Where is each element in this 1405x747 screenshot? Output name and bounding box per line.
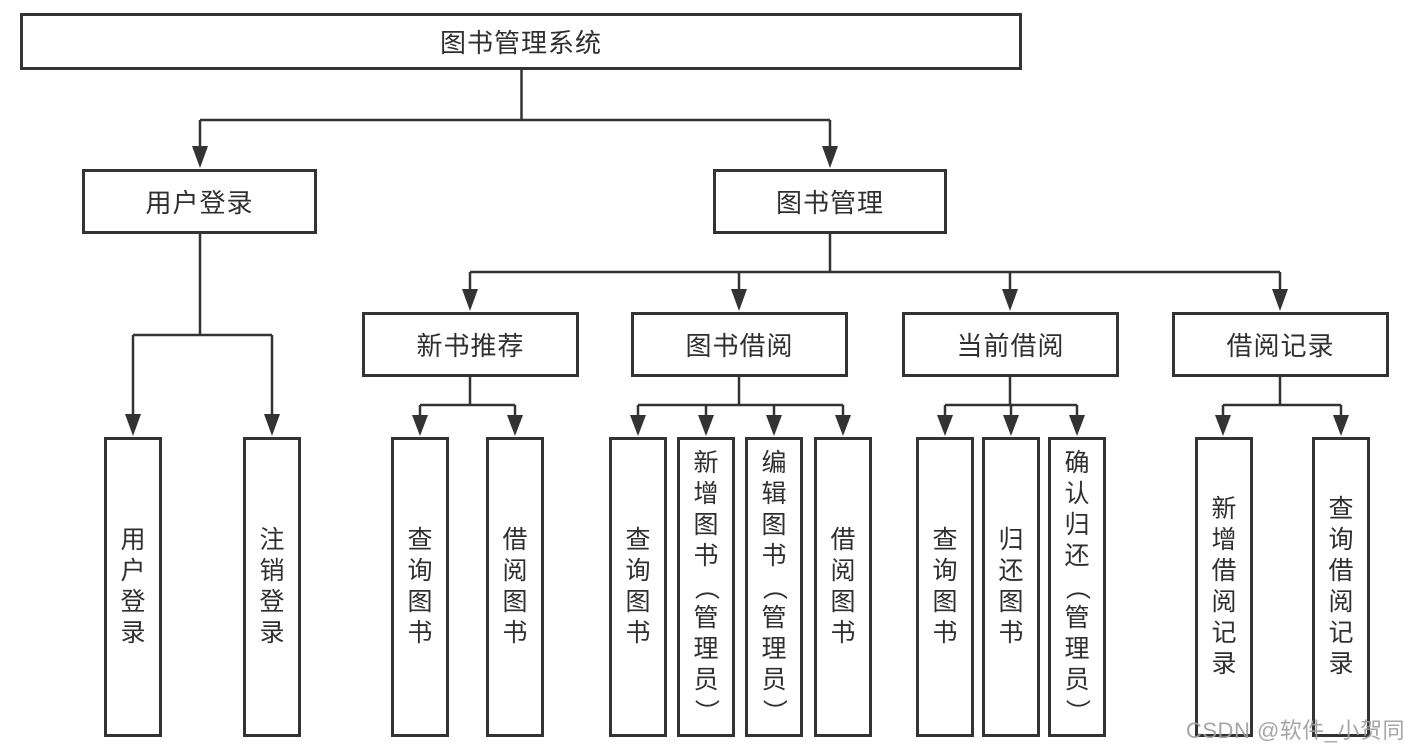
connector-borrowing-to-leaves — [636, 377, 845, 417]
leaf-add-book-admin: 新增图书（管理员） — [677, 437, 735, 737]
node-book-management-label: 图书管理 — [775, 188, 884, 218]
leaf-edit-book-admin: 编辑图书（管理员） — [745, 437, 803, 737]
leaf-query-books-1: 查询图书 — [391, 437, 449, 737]
arrowheads-borrowing-leaves — [630, 415, 851, 436]
node-current-borrowing-label: 当前借阅 — [956, 331, 1065, 361]
leaf-query-books-1-label: 查询图书 — [407, 526, 433, 647]
node-book-management: 图书管理 — [713, 169, 947, 234]
node-user-login-label: 用户登录 — [145, 188, 254, 218]
leaf-query-borrow-record: 查询借阅记录 — [1312, 437, 1370, 737]
connector-records-to-leaves — [1221, 377, 1343, 417]
arrowheads-records-leaves — [1215, 415, 1349, 436]
leaf-query-borrow-record-label: 查询借阅记录 — [1328, 495, 1354, 678]
leaf-logout: 注销登录 — [243, 437, 301, 737]
arrowheads-newbooks-leaves — [412, 415, 523, 436]
leaf-edit-book-admin-label: 编辑图书（管理员） — [760, 448, 789, 724]
leaf-logout-label: 注销登录 — [259, 526, 285, 647]
leaf-borrow-books-2-label: 借阅图书 — [830, 526, 856, 647]
arrowheads-current-leaves — [937, 415, 1085, 436]
node-new-book-recommend-label: 新书推荐 — [416, 331, 525, 361]
leaf-return-book-label: 归还图书 — [998, 526, 1024, 647]
connector-root-to-level2 — [198, 70, 832, 148]
leaf-confirm-return-admin: 确认归还（管理员） — [1048, 437, 1106, 737]
leaf-query-books-2: 查询图书 — [609, 437, 667, 737]
leaf-add-borrow-record: 新增借阅记录 — [1195, 437, 1253, 737]
leaf-confirm-return-admin-label: 确认归还（管理员） — [1063, 448, 1092, 724]
leaf-add-book-admin-label: 新增图书（管理员） — [692, 448, 721, 724]
leaf-borrow-books-1-label: 借阅图书 — [502, 526, 528, 647]
arrowheads-userlogin-leaves — [125, 414, 280, 436]
leaf-borrow-books-2: 借阅图书 — [814, 437, 872, 737]
leaf-user-login-label: 用户登录 — [120, 526, 146, 647]
leaf-add-borrow-record-label: 新增借阅记录 — [1211, 495, 1237, 678]
connector-newbooks-to-leaves — [418, 377, 517, 417]
node-borrowing-records-label: 借阅记录 — [1226, 331, 1335, 361]
arrowheads-level2 — [192, 146, 838, 168]
node-library-system-label: 图书管理系统 — [439, 28, 602, 58]
leaf-query-books-2-label: 查询图书 — [625, 526, 651, 647]
leaf-user-login: 用户登录 — [104, 437, 162, 737]
node-user-login: 用户登录 — [82, 169, 317, 234]
node-current-borrowing: 当前借阅 — [902, 312, 1119, 377]
connector-bookmgmt-to-level3 — [468, 234, 1282, 291]
node-library-system: 图书管理系统 — [20, 13, 1022, 70]
leaf-query-books-3: 查询图书 — [916, 437, 974, 737]
leaf-borrow-books-1: 借阅图书 — [486, 437, 544, 737]
csdn-watermark: CSDN @软件_小贺同学 — [1186, 718, 1405, 743]
node-book-borrowing-label: 图书借阅 — [685, 331, 794, 361]
connector-userlogin-to-leaves — [131, 234, 274, 416]
leaf-query-books-3-label: 查询图书 — [932, 526, 958, 647]
connector-current-to-leaves — [943, 377, 1079, 417]
arrowheads-level3 — [462, 289, 1288, 311]
node-book-borrowing: 图书借阅 — [631, 312, 848, 377]
node-new-book-recommend: 新书推荐 — [362, 312, 579, 377]
node-borrowing-records: 借阅记录 — [1172, 312, 1389, 377]
leaf-return-book: 归还图书 — [982, 437, 1040, 737]
